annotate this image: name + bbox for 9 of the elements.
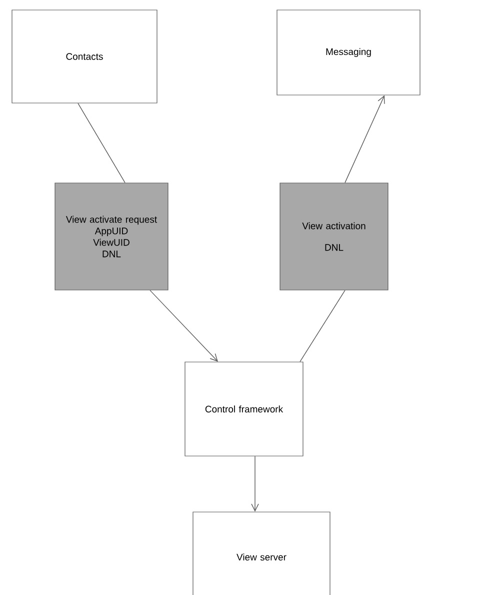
arrow — [150, 290, 218, 362]
process-box: Control framework — [184, 362, 304, 456]
arrow — [251, 456, 259, 512]
arrow — [344, 95, 385, 184]
process-box: Contacts — [12, 10, 158, 104]
shaded-box: View activation DNL — [280, 182, 388, 290]
shaded-box: View activate request AppUID ViewUID DNL — [54, 182, 168, 290]
process-box: Messaging — [276, 10, 420, 96]
process-box: View server — [192, 512, 330, 595]
